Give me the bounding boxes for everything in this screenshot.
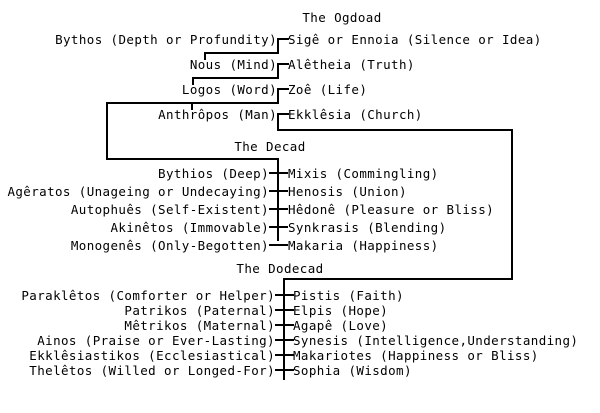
connector-decad-5-right [277,244,288,246]
connector-decad-3-right [277,208,288,210]
connector-decad-1-left [269,172,279,174]
section-heading-decad: The Decad [234,139,306,154]
aeon-label-anthropos: Anthrôpos (Man) [158,107,277,122]
aeon-label-autophues: Autophuês (Self-Existent) [70,202,269,217]
connector-decad-4-left [269,226,279,228]
connector-decad-4-right [277,226,288,228]
descent-ogdoad-3-drop [191,102,193,110]
aeon-label-makariotes: Makariotes (Happiness or Bliss) [293,348,539,363]
aeon-label-theletos: Thelêtos (Willed or Longed-For) [29,363,275,378]
aeon-label-sophia: Sophia (Wisdom) [293,363,412,378]
dodecad-spine [283,278,285,380]
aeon-label-henosis: Henosis (Union) [288,184,407,199]
descent-ogdoad-1-stem [277,38,279,54]
section-heading-ogdoad: The Ogdoad [302,10,382,25]
connector-dodecad-4-right [283,339,294,341]
connector-dodecad-4-left [275,339,285,341]
connector-pair-1 [277,38,289,40]
aeon-label-patrikos: Patrikos (Paternal) [124,303,275,318]
connector-decad-2-right [277,190,288,192]
aeon-label-synkrasis: Synkrasis (Blending) [288,220,447,235]
aeon-label-bythos: Bythos (Depth or Profundity) [55,32,277,47]
aeon-label-ageratos: Agêratos (Unageing or Undecaying) [7,184,269,199]
connector-dodecad-3-left [275,324,285,326]
aeon-label-sige: Sigê or Ennoia (Silence or Idea) [288,32,542,47]
connector-decad-2-left [269,190,279,192]
connector-pair-3 [277,88,289,90]
aeon-label-nous: Nous (Mind) [189,57,277,72]
connector-dodecad-6-right [283,369,294,371]
connector-dodecad-5-left [275,354,285,356]
connector-pair-2 [277,63,289,65]
aeon-label-hedone: Hêdonê (Pleasure or Bliss) [288,202,495,217]
aeon-label-makaria: Makaria (Happiness) [288,238,439,253]
aeon-label-ekklesia: Ekklêsia (Church) [288,107,423,122]
descent-ogdoad-1-arm [204,52,279,54]
connector-pair-4 [277,113,289,115]
aeon-label-aletheia: Alêtheia (Truth) [288,57,415,72]
connector-dodecad-3-right [283,324,294,326]
connector-dodecad-1-right [283,294,294,296]
aeon-label-synesis: Synesis (Intelligence,Understanding) [293,333,579,348]
aeon-label-monogenes: Monogenês (Only-Begotten) [70,238,269,253]
connector-decad-5-left [269,244,279,246]
aeon-label-elpis: Elpis (Hope) [293,303,389,318]
aeon-label-bythios: Bythios (Deep) [158,166,269,181]
branch-to-dodecad-bottom [283,278,513,280]
connector-dodecad-2-right [283,309,294,311]
aeon-label-ekklesiastikos: Ekklêsiastikos (Ecclesiastical) [29,348,275,363]
aeon-label-metrikos: Mêtrikos (Maternal) [124,318,275,333]
descent-ogdoad-3-stem [277,88,279,104]
aeon-label-pistis: Pistis (Faith) [293,288,404,303]
connector-decad-3-left [269,208,279,210]
branch-to-dodecad-stem [277,113,279,131]
branch-to-decad-horizontal [106,158,279,160]
descent-ogdoad-1-drop [204,52,206,60]
section-heading-dodecad: The Dodecad [236,261,324,276]
descent-ogdoad-2-drop [192,77,194,85]
branch-to-decad-vertical [106,102,108,160]
branch-to-dodecad-vertical [511,129,513,280]
branch-to-dodecad-top [277,129,513,131]
aeon-label-logos: Logos (Word) [181,82,277,97]
decad-spine [277,158,279,241]
connector-dodecad-5-right [283,354,294,356]
aeon-label-zoe: Zoê (Life) [288,82,368,97]
connector-dodecad-1-left [275,294,285,296]
aeon-label-agape: Agapê (Love) [293,318,389,333]
aeon-label-ainos: Ainos (Praise or Ever-Lasting) [37,333,275,348]
aeon-label-mixis: Mixis (Commingling) [288,166,439,181]
descent-ogdoad-2-stem [277,63,279,79]
connector-decad-1-right [277,172,288,174]
connector-dodecad-6-left [275,369,285,371]
aeon-label-parakletos: Paraklêtos (Comforter or Helper) [21,288,275,303]
aeon-label-akinetos: Akinêtos (Immovable) [110,220,269,235]
connector-dodecad-2-left [275,309,285,311]
descent-ogdoad-2-arm [192,77,279,79]
